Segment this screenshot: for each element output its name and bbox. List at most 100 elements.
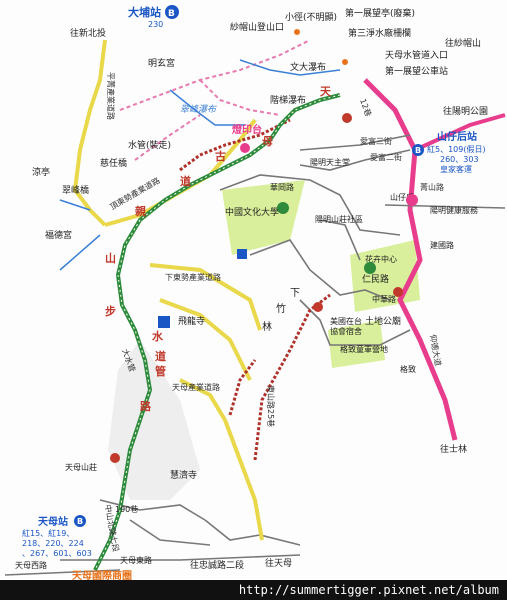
restaurant-marker-icon (110, 453, 120, 463)
tree-icon (364, 262, 376, 274)
label-water-pipe: 水管(裝走) (128, 139, 171, 151)
trail-char-dao: 道 (180, 174, 191, 188)
label-aifu2: 愛富二街 (370, 152, 402, 162)
hospital-icon (406, 194, 418, 206)
restaurant-marker-icon (313, 302, 323, 312)
trail-char-bu: 步 (105, 304, 116, 318)
dapu-station[interactable]: 大埔站 B 230 (128, 5, 179, 29)
dir-yangming-park: 往陽明公園 (443, 105, 488, 117)
label-yangming-church: 陽明天主堂 (310, 157, 350, 167)
pink-paths (119, 39, 311, 161)
cuifeng-stream (169, 89, 245, 126)
gezhi-area (328, 320, 385, 368)
tianmu-routes-2: 218、220、224 (22, 539, 84, 548)
shanzihou-routes-2: 260、303 (440, 155, 479, 164)
tree-icon (277, 202, 289, 214)
label-tudi-temple: 土地公廟 (365, 315, 401, 327)
label-lin: 林 (262, 320, 272, 333)
bus-icon-letter: B (77, 517, 83, 526)
wenda-stream (239, 59, 341, 76)
label-health-center: 陽明健康服務 (430, 205, 478, 215)
label-qingshan-rd: 菁山路 (420, 182, 444, 192)
label-tianmu-mtn: 天母山莊 (65, 462, 97, 472)
label-cuifeng-bridge: 翠峰橋 (62, 184, 89, 196)
label-xiadong-ind-road: 下東勢產業道路 (165, 272, 221, 282)
label-zhu: 竹 (276, 302, 286, 315)
red-dashed-trail-3 (179, 118, 291, 172)
dir-tianmu: 往天母 (265, 557, 292, 569)
label-huiji-temple: 慧濟寺 (170, 469, 197, 481)
main-green-trail (93, 93, 341, 571)
water-trail-char-2: 管 (155, 364, 166, 378)
dir-zhongcheng: 往忠誠路二段 (190, 559, 244, 571)
label-lane190: 190巷 (115, 505, 138, 514)
label-path: 小徑(不明顯) (285, 11, 337, 23)
restaurant-marker-icon (342, 113, 352, 123)
tianmu-routes-1: 紅15、紅19、 (22, 528, 74, 538)
tianmu-station[interactable]: 天母站 B 紅15、紅19、 218、220、224 、267、601、603 (22, 515, 92, 558)
pavilion-icon (294, 29, 300, 35)
bus-icon (74, 515, 86, 527)
label-pcu: 中國文化大學 (225, 206, 279, 218)
label-liangting: 涼亭 (32, 166, 50, 178)
label-pavilion1: 第一展望亭(廢棄) (345, 7, 415, 19)
shanzihou-routes-3: 皇家客運 (440, 164, 472, 174)
map-canvas: 天 母 古 道 親 山 步 道 水 管 路 大埔站 B 230 山仔后站 B 紅… (4, 5, 506, 589)
water-trail-char-3: 路 (140, 399, 152, 413)
label-shanzihou: 山仔后 (390, 192, 414, 202)
label-xia: 下 (290, 288, 300, 299)
dapu-route: 230 (148, 20, 163, 29)
tianmu-station-name: 天母站 (38, 515, 68, 528)
label-huagang-rd: 華岡路 (270, 182, 294, 192)
label-aifu3: 愛富三街 (360, 136, 392, 146)
label-pavilion-bus: 第一展望公車站 (385, 65, 448, 77)
lamp-marker-icon (240, 143, 250, 153)
label-cuifeng-waterfall: 翠峰瀑布 (180, 104, 218, 115)
dir-shilin: 往士林 (440, 443, 467, 455)
trail-char-gu: 古 (215, 149, 226, 163)
label-feilong-temple: 飛龍寺 (178, 315, 205, 327)
label-american-school-2: 協會宿舍 (330, 326, 362, 336)
shanzihou-routes-1: 紅5、109(假日) (427, 144, 486, 154)
label-water-pipe-entrance: 天母水管道入口 (385, 49, 448, 61)
footer-url: http://summertigger.pixnet.net/album (0, 580, 507, 600)
dapu-station-name: 大埔站 (128, 5, 161, 19)
parking-icon (237, 249, 247, 259)
yangde-boulevard-road (363, 78, 458, 441)
reservoir-area (108, 340, 200, 500)
label-tianmu-w-rd: 天母西路 (15, 560, 47, 570)
red-dashed-trail-2 (228, 359, 257, 416)
bus-icon (165, 5, 179, 19)
label-wenda-waterfall: 文大瀑布 (290, 61, 326, 73)
trail-char-qin: 親 (135, 204, 146, 218)
label-gezhi-field: 格致童軍營地 (340, 344, 388, 354)
label-fude-temple: 福德宮 (45, 229, 72, 241)
label-gezhi: 格致 (400, 364, 416, 374)
grey-roads (4, 134, 506, 576)
restaurant-marker-icon (393, 287, 403, 297)
dir-xinbeitou: 往新北投 (70, 27, 106, 39)
label-dengyintai: 燈印台 (232, 123, 262, 136)
label-tianmu-ind-road: 天母產業道路 (172, 382, 220, 392)
label-dongshan-lane: 東山路25巷 (266, 385, 276, 427)
label-sanjing: 第三淨水廠柵欄 (348, 27, 411, 39)
cuifeng-bridge-pointer (59, 199, 91, 211)
label-mingxuan-temple: 明玄宮 (148, 57, 175, 69)
shanzihou-station[interactable]: 山仔后站 B 紅5、109(假日) 260、303 皇家客運 (412, 130, 486, 174)
label-stairs-waterfall: 階梯瀑布 (270, 94, 306, 106)
restroom-icon (158, 316, 170, 328)
label-yangming-villa: 陽明山莊社區 (315, 214, 363, 224)
trail-char-dao2: 道 (155, 349, 166, 363)
shanzihou-station-name: 山仔后站 (437, 130, 477, 143)
label-zhonghua-rd: 中華路 (372, 294, 396, 304)
water-trail-char-1: 水 (152, 329, 164, 343)
label-american-school: 美國在台 (330, 316, 362, 326)
road-to-yangming-park (414, 113, 506, 152)
label-shamao-trail: 紗帽山登山口 (230, 21, 284, 33)
trail-char-tian: 天 (320, 85, 332, 98)
label-flower-center: 花卉中心 (365, 254, 397, 264)
label-tianmu-e-rd: 天母東路 (120, 555, 152, 565)
bus-icon (412, 144, 424, 156)
label-renmin-rd: 仁民路 (362, 273, 389, 285)
